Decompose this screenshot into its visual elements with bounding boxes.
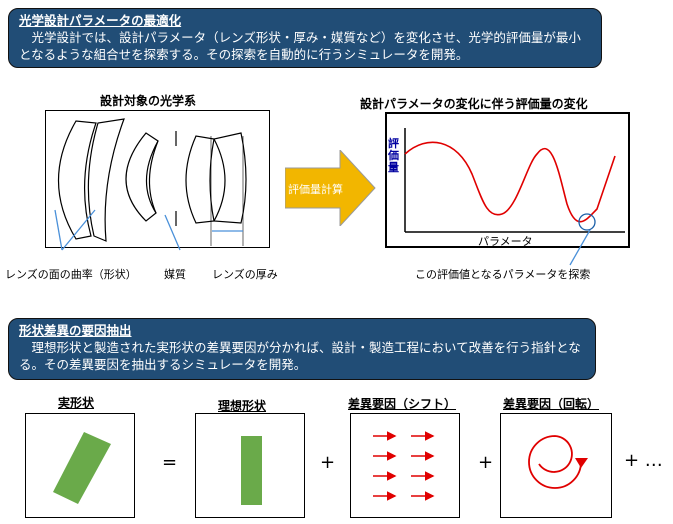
ideal-shape	[241, 436, 262, 505]
ideal-shape-label: 理想形状	[218, 399, 267, 413]
banner-body: 光学設計では、設計パラメータ（レンズ形状・厚み・媒質など）を変化させ、光学的評価…	[19, 30, 581, 62]
evaluation-curve	[404, 141, 616, 223]
annotation-arrow	[569, 229, 591, 266]
rotation-factor-label: 差異要因（回転）	[503, 397, 600, 411]
graph-title: 設計パラメータの変化に伴う評価量の変化	[360, 97, 588, 111]
plus-sign-2: +	[478, 452, 494, 473]
shape-difference-banner: 形状差異の要因抽出 理想形状と製造された実形状の差異要因が分かれば、設計・製造工…	[8, 318, 596, 380]
label-arrows	[54, 209, 243, 251]
graph-annotation: この評価値となるパラメータを探索	[415, 268, 591, 281]
shift-factor-label: 差異要因（シフト）	[348, 397, 457, 411]
ideal-shape-box	[195, 413, 305, 518]
banner2-title: 形状差異の要因抽出	[19, 323, 132, 338]
equals-sign: =	[162, 452, 178, 473]
curvature-label: レンズの面の曲率（形状）	[5, 268, 137, 281]
plus-more: + …	[624, 450, 663, 471]
minimum-circle	[578, 213, 596, 231]
evaluation-arrow	[285, 150, 376, 226]
banner-title: 光学設計パラメータの最適化	[19, 13, 182, 28]
shift-box	[350, 413, 460, 518]
rotation-arrow	[528, 435, 588, 489]
optimization-banner: 光学設計パラメータの最適化 光学設計では、設計パラメータ（レンズ形状・厚み・媒質…	[8, 8, 602, 68]
actual-shape	[53, 432, 111, 504]
arrow-label: 評価量計算	[288, 183, 343, 196]
rotation-box	[500, 413, 612, 518]
plus-sign: +	[320, 452, 336, 473]
banner2-body: 理想形状と製造された実形状の差異要因が分かれば、設計・製造工程において改善を行う…	[19, 340, 581, 372]
thickness-label: レンズの厚み	[212, 268, 278, 281]
actual-shape-box	[25, 413, 135, 518]
shift-arrows	[373, 431, 435, 501]
graph-ylabel: 評価量	[388, 137, 399, 174]
graph-xlabel: パラメータ	[478, 235, 533, 248]
optics-title: 設計対象の光学系	[100, 94, 197, 108]
medium-label: 媒質	[164, 268, 186, 281]
lens-drawing	[57, 118, 247, 246]
actual-shape-label: 実形状	[58, 396, 95, 410]
evaluation-graph	[385, 112, 630, 248]
